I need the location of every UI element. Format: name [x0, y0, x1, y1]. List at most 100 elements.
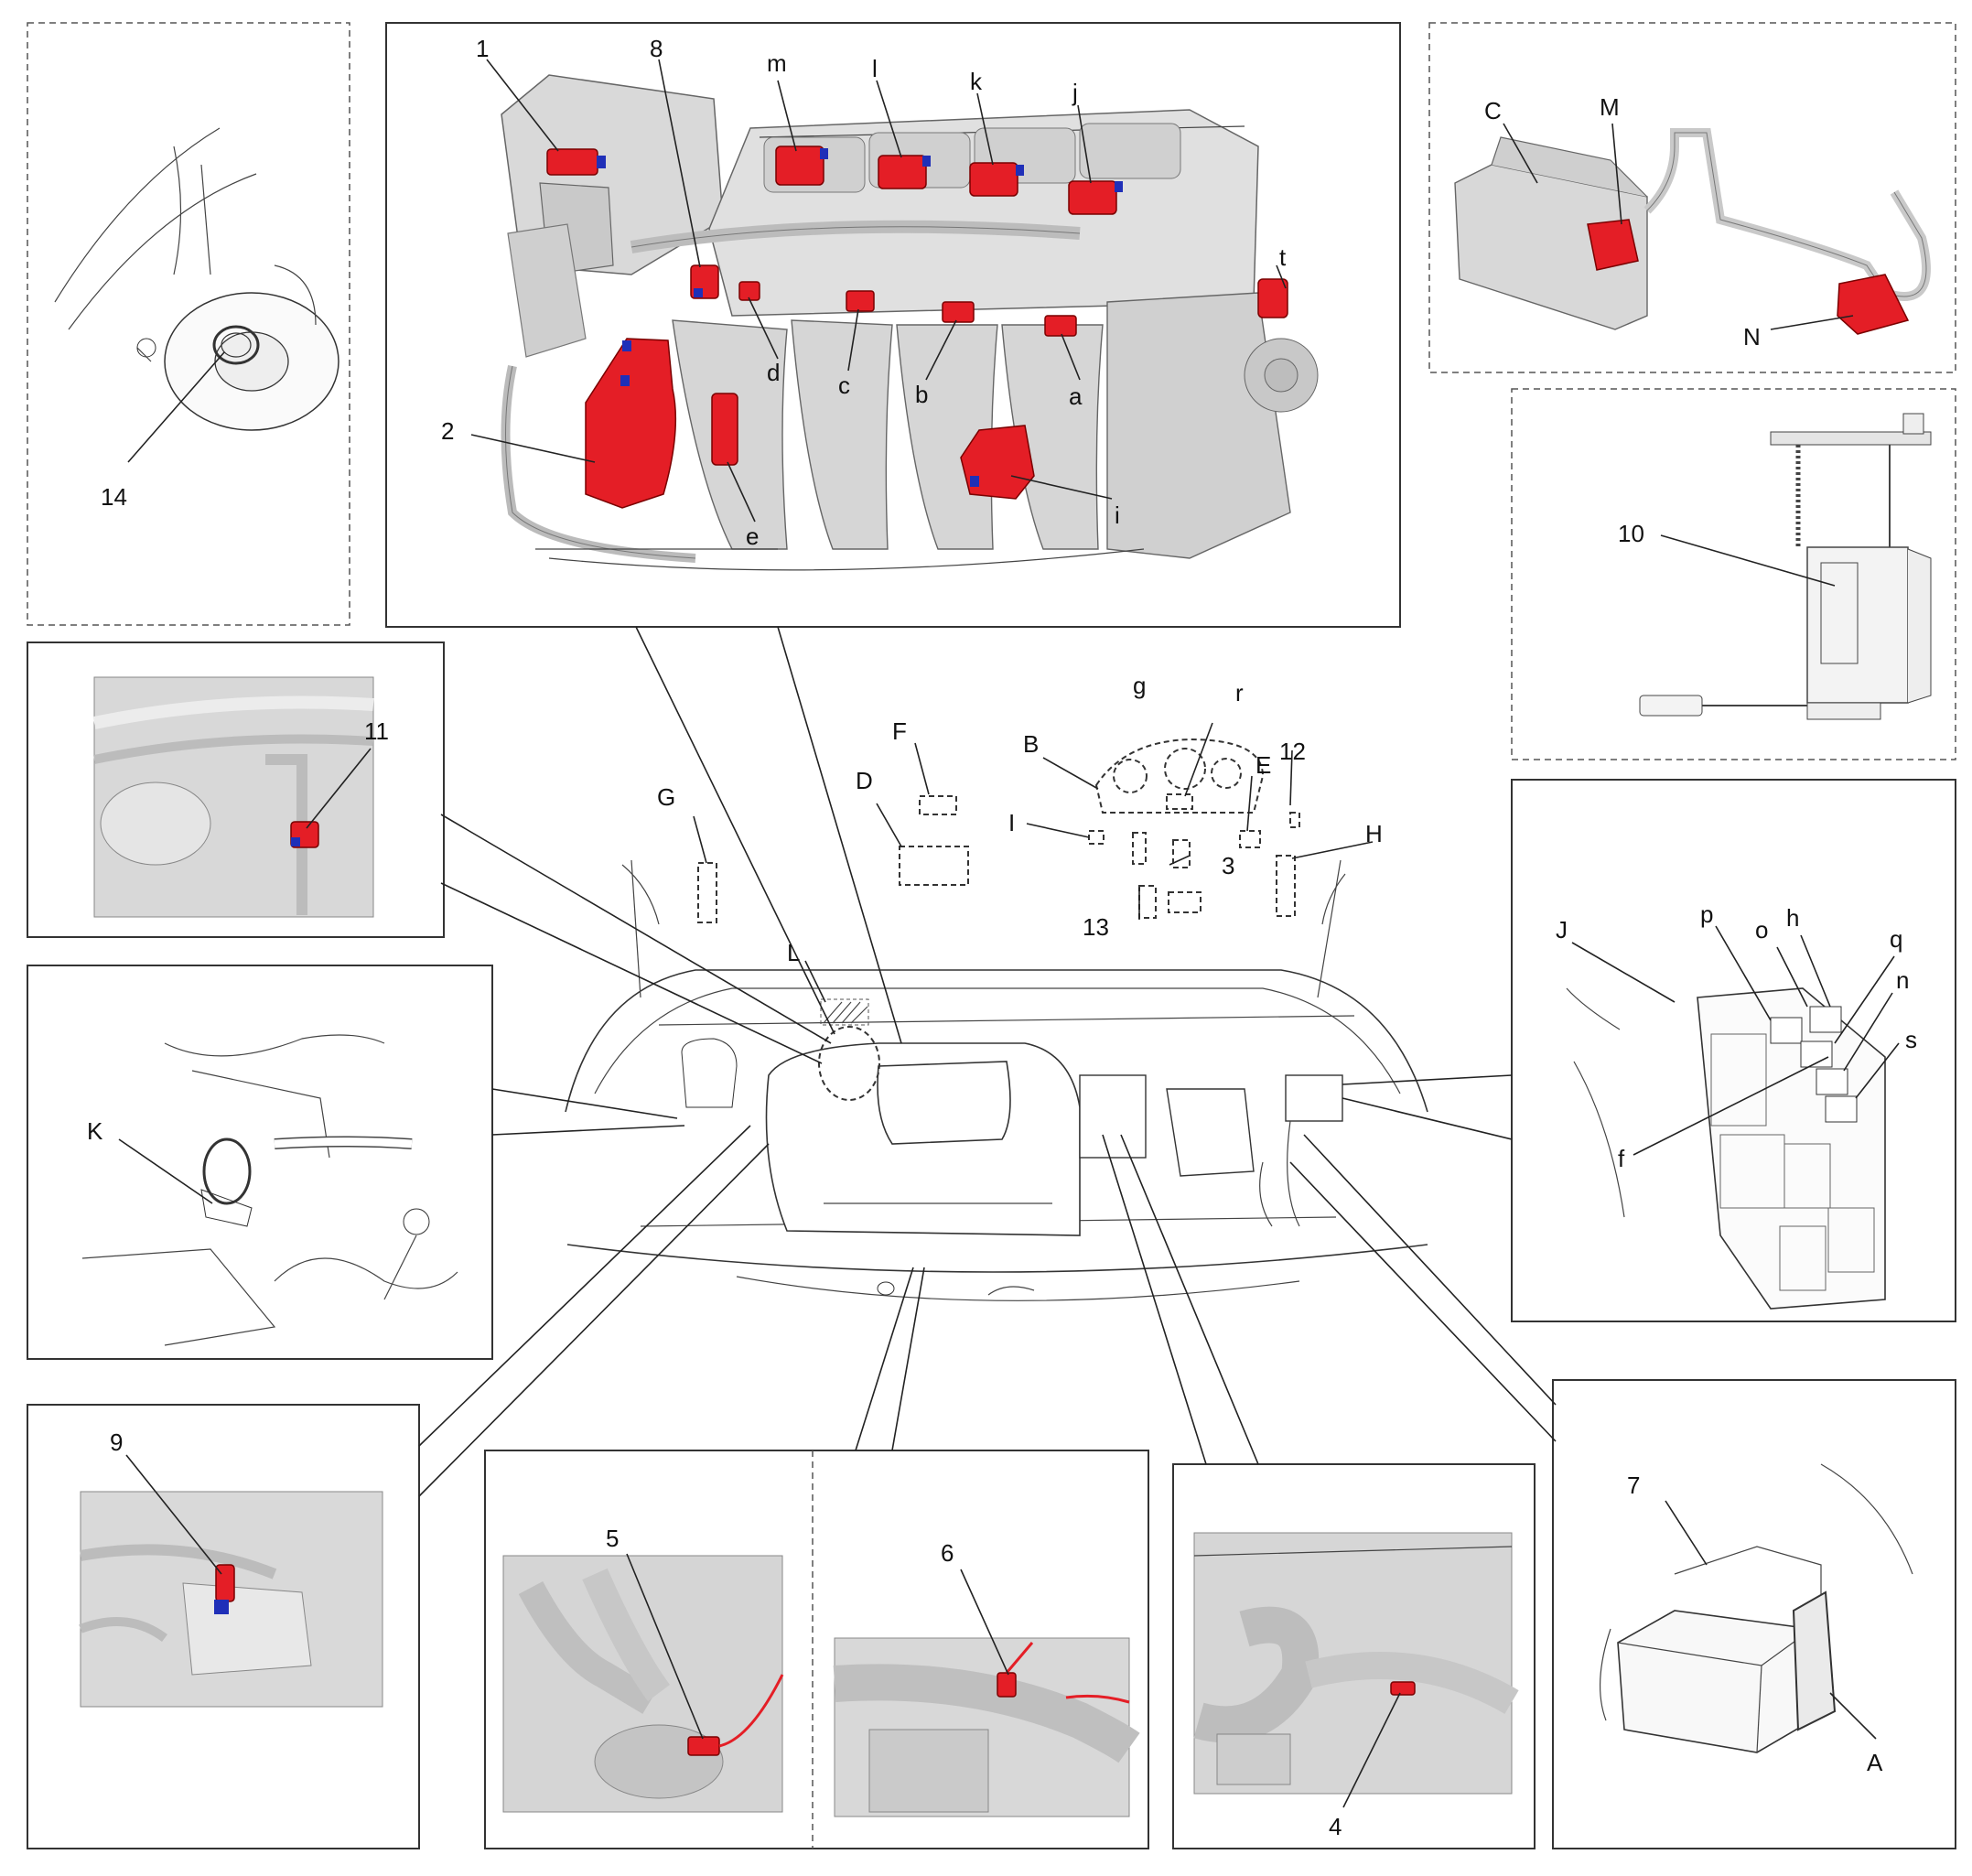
callout-9: 9	[110, 1429, 123, 1456]
component-j	[1068, 180, 1123, 215]
callout-7: 7	[1627, 1472, 1640, 1499]
exhaust-illustration	[502, 1555, 1140, 1817]
panel-connector-lines	[418, 626, 1557, 1497]
engine-panel-frame	[385, 22, 1401, 628]
cabin-labels: G F D B g r E 12 I 3 H 13 L	[657, 672, 1383, 966]
callout-F: F	[892, 717, 907, 745]
vehicle-engine-bay	[565, 859, 1428, 1301]
panel-frames	[27, 22, 1956, 1849]
component-M	[1587, 219, 1639, 271]
component-d	[738, 281, 760, 301]
knock-sensor-panel-frame	[27, 642, 445, 938]
callout-h: h	[1786, 904, 1799, 932]
callout-A: A	[1867, 1749, 1883, 1776]
callout-G: G	[657, 783, 675, 811]
hose-illustration	[81, 1034, 458, 1346]
callout-q: q	[1890, 925, 1902, 953]
exhaust-panel-frame	[484, 1450, 1149, 1849]
callout-13: 13	[1083, 913, 1109, 941]
cabin-dashed-components	[697, 738, 1300, 923]
component-11	[290, 821, 319, 848]
component-2	[585, 338, 677, 509]
engine-components	[546, 146, 1288, 509]
evap-illustration	[1454, 128, 1931, 335]
sensor4-illustration	[1193, 1532, 1519, 1795]
callout-m: m	[767, 49, 787, 77]
component-t	[1257, 278, 1288, 318]
callout-g: g	[1133, 672, 1146, 699]
fuse-box-illustration	[1566, 987, 1886, 1310]
callout-E: E	[1255, 751, 1271, 779]
sensor9-illustration	[79, 1491, 383, 1708]
battery-panel-frame	[1552, 1379, 1956, 1849]
component-a	[1044, 315, 1077, 337]
callout-t: t	[1279, 243, 1287, 271]
callout-c: c	[838, 372, 850, 399]
battery-labels: 7 A	[1627, 1472, 1883, 1776]
callout-s: s	[1905, 1026, 1917, 1053]
callout-8: 8	[650, 35, 663, 62]
evap-labels: C M N	[1484, 93, 1761, 350]
callout-1: 1	[476, 35, 489, 62]
callout-D: D	[856, 767, 873, 794]
callout-r: r	[1235, 679, 1244, 706]
fuse-box-leaders	[1571, 925, 1900, 1156]
component-b	[942, 301, 975, 323]
callout-l: l	[872, 55, 878, 82]
fuel-pump-panel-frame	[1511, 388, 1956, 760]
callout-k: k	[970, 68, 983, 95]
engine-illustration	[501, 74, 1319, 571]
callout-f: f	[1618, 1145, 1625, 1172]
component-c	[846, 290, 875, 312]
component-N	[1837, 274, 1910, 335]
component-4	[1390, 1681, 1416, 1696]
callout-10: 10	[1618, 520, 1644, 547]
callout-11: 11	[364, 717, 389, 745]
sensor4-panel-frame	[1172, 1463, 1536, 1849]
callout-o: o	[1755, 916, 1768, 943]
callout-H: H	[1365, 820, 1383, 847]
callout-6: 6	[941, 1539, 954, 1567]
component-6	[997, 1642, 1130, 1704]
cabin-leaders	[693, 722, 1374, 1003]
component-e	[711, 393, 738, 466]
callout-L: L	[787, 939, 800, 966]
evap-panel-frame	[1428, 22, 1956, 373]
callout-J: J	[1556, 916, 1568, 943]
callout-12: 12	[1279, 738, 1306, 765]
fuse-box-panel-frame	[1511, 779, 1956, 1322]
callout-B: B	[1023, 730, 1039, 758]
callout-2: 2	[441, 417, 454, 445]
callout-14: 14	[101, 483, 127, 511]
sensor9-panel-frame	[27, 1404, 420, 1849]
callout-p: p	[1700, 900, 1713, 928]
callout-N: N	[1743, 323, 1761, 350]
battery-illustration	[1599, 1463, 1913, 1753]
knock-sensor-illustration	[92, 676, 374, 918]
component-5	[687, 1674, 784, 1756]
callout-e: e	[746, 523, 759, 550]
component-1	[546, 148, 606, 176]
callout-3: 3	[1222, 852, 1234, 879]
callout-b: b	[915, 381, 928, 408]
callout-d: d	[767, 359, 780, 386]
callout-C: C	[1484, 97, 1502, 124]
callout-I: I	[1008, 809, 1015, 836]
component-l	[878, 155, 931, 189]
hose-panel-frame	[27, 965, 493, 1360]
callout-i: i	[1115, 501, 1120, 529]
callout-4: 4	[1329, 1813, 1342, 1840]
callout-n: n	[1896, 966, 1909, 994]
fuse-box-labels: J p o h q n s f	[1556, 900, 1917, 1172]
callout-j: j	[1072, 79, 1078, 106]
engine-leaders	[470, 59, 1287, 523]
fuel-pump-illustration	[1639, 413, 1932, 720]
component-m	[775, 146, 828, 186]
callout-a: a	[1069, 383, 1083, 410]
component-k	[969, 162, 1024, 197]
wheel-illustration	[54, 127, 339, 431]
callout-K: K	[87, 1117, 103, 1145]
component-8	[690, 264, 719, 299]
component-i	[960, 425, 1035, 500]
